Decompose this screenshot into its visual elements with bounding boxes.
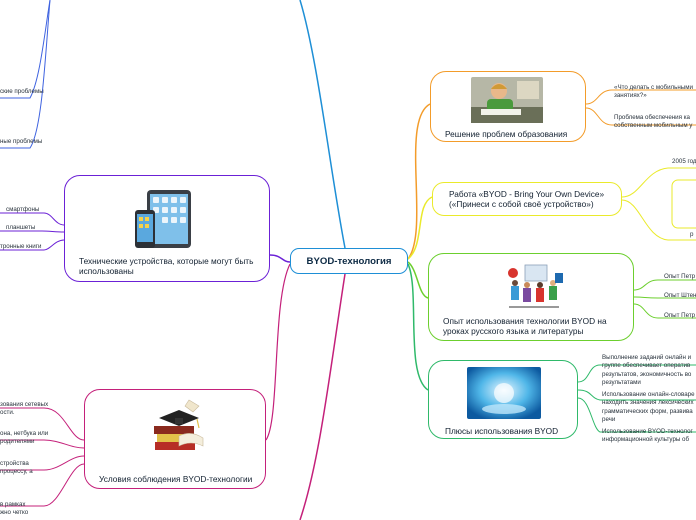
cond-leaf-4[interactable]: в рамках жно четко [0,501,29,517]
edu-leaf-1[interactable]: «Что делать с мобильными занятиях?» [614,84,693,100]
globe-screen-icon [467,367,541,419]
cond-leaf-2[interactable]: она, нетбука или родителями [0,430,49,446]
plus-leaf-1[interactable]: Выполнение заданий онлайн и группе обесп… [602,354,692,387]
byod-leaf-r[interactable]: р [690,231,694,238]
branch-byod-work[interactable]: Работа «BYOD - Bring Your Own Device» («… [432,182,622,216]
plus-leaf-2[interactable]: Использование онлайн-словаре находить зн… [602,391,695,424]
dev-leaf-ebooks[interactable]: тронные книги [0,243,42,250]
tablet-phone-icon [135,190,191,248]
branch-conditions-label: Условия соблюдения BYOD-технологии [99,474,253,484]
plus-leaf-3[interactable]: Использование BYOD-технолог информационн… [602,428,693,444]
dev-leaf-tablets[interactable]: планшеты [6,224,36,231]
cond-leaf-3[interactable]: стройства процессу, а [0,460,33,476]
dev-leaf-smartphones[interactable]: смартфоны [6,206,40,213]
branch-conditions[interactable]: Условия соблюдения BYOD-технологии [84,389,266,489]
central-topic-label: BYOD-технология [306,255,392,267]
central-topic[interactable]: BYOD-технология [290,248,408,274]
branch-devices-label: Технические устройства, которые могут бы… [79,256,254,277]
branch-experience[interactable]: Опыт использования технологии BYOD на ур… [428,253,634,341]
cond-leaf-1[interactable]: зования сетевых ости. [0,401,49,417]
byod-leaf-year[interactable]: 2005 год [672,158,696,165]
branch-education[interactable]: Решение проблем образования [430,71,586,142]
branch-byod-work-label: Работа «BYOD - Bring Your Own Device» («… [449,189,605,210]
exp-leaf-1[interactable]: Опыт Петр [664,273,696,280]
exp-leaf-2[interactable]: Опыт Штен [664,292,696,299]
edu-leaf-2[interactable]: Проблема обеспечения ка собственным моби… [614,114,693,130]
top-leaf-2[interactable]: ные проблемы [0,138,43,145]
people-books-icon [508,264,563,308]
exp-leaf-3[interactable]: Опыт Петр [664,312,696,319]
branch-devices[interactable]: Технические устройства, которые могут бы… [64,175,270,282]
books-graduation-cap-icon [154,399,204,450]
branch-experience-label: Опыт использования технологии BYOD на ур… [443,316,607,337]
branch-pluses-label: Плюсы использования BYOD [445,426,559,436]
student-photo-icon [471,77,543,123]
branch-pluses[interactable]: Плюсы использования BYOD [428,360,578,439]
branch-education-label: Решение проблем образования [445,129,568,139]
top-leaf-1[interactable]: ские проблемы [0,88,44,95]
